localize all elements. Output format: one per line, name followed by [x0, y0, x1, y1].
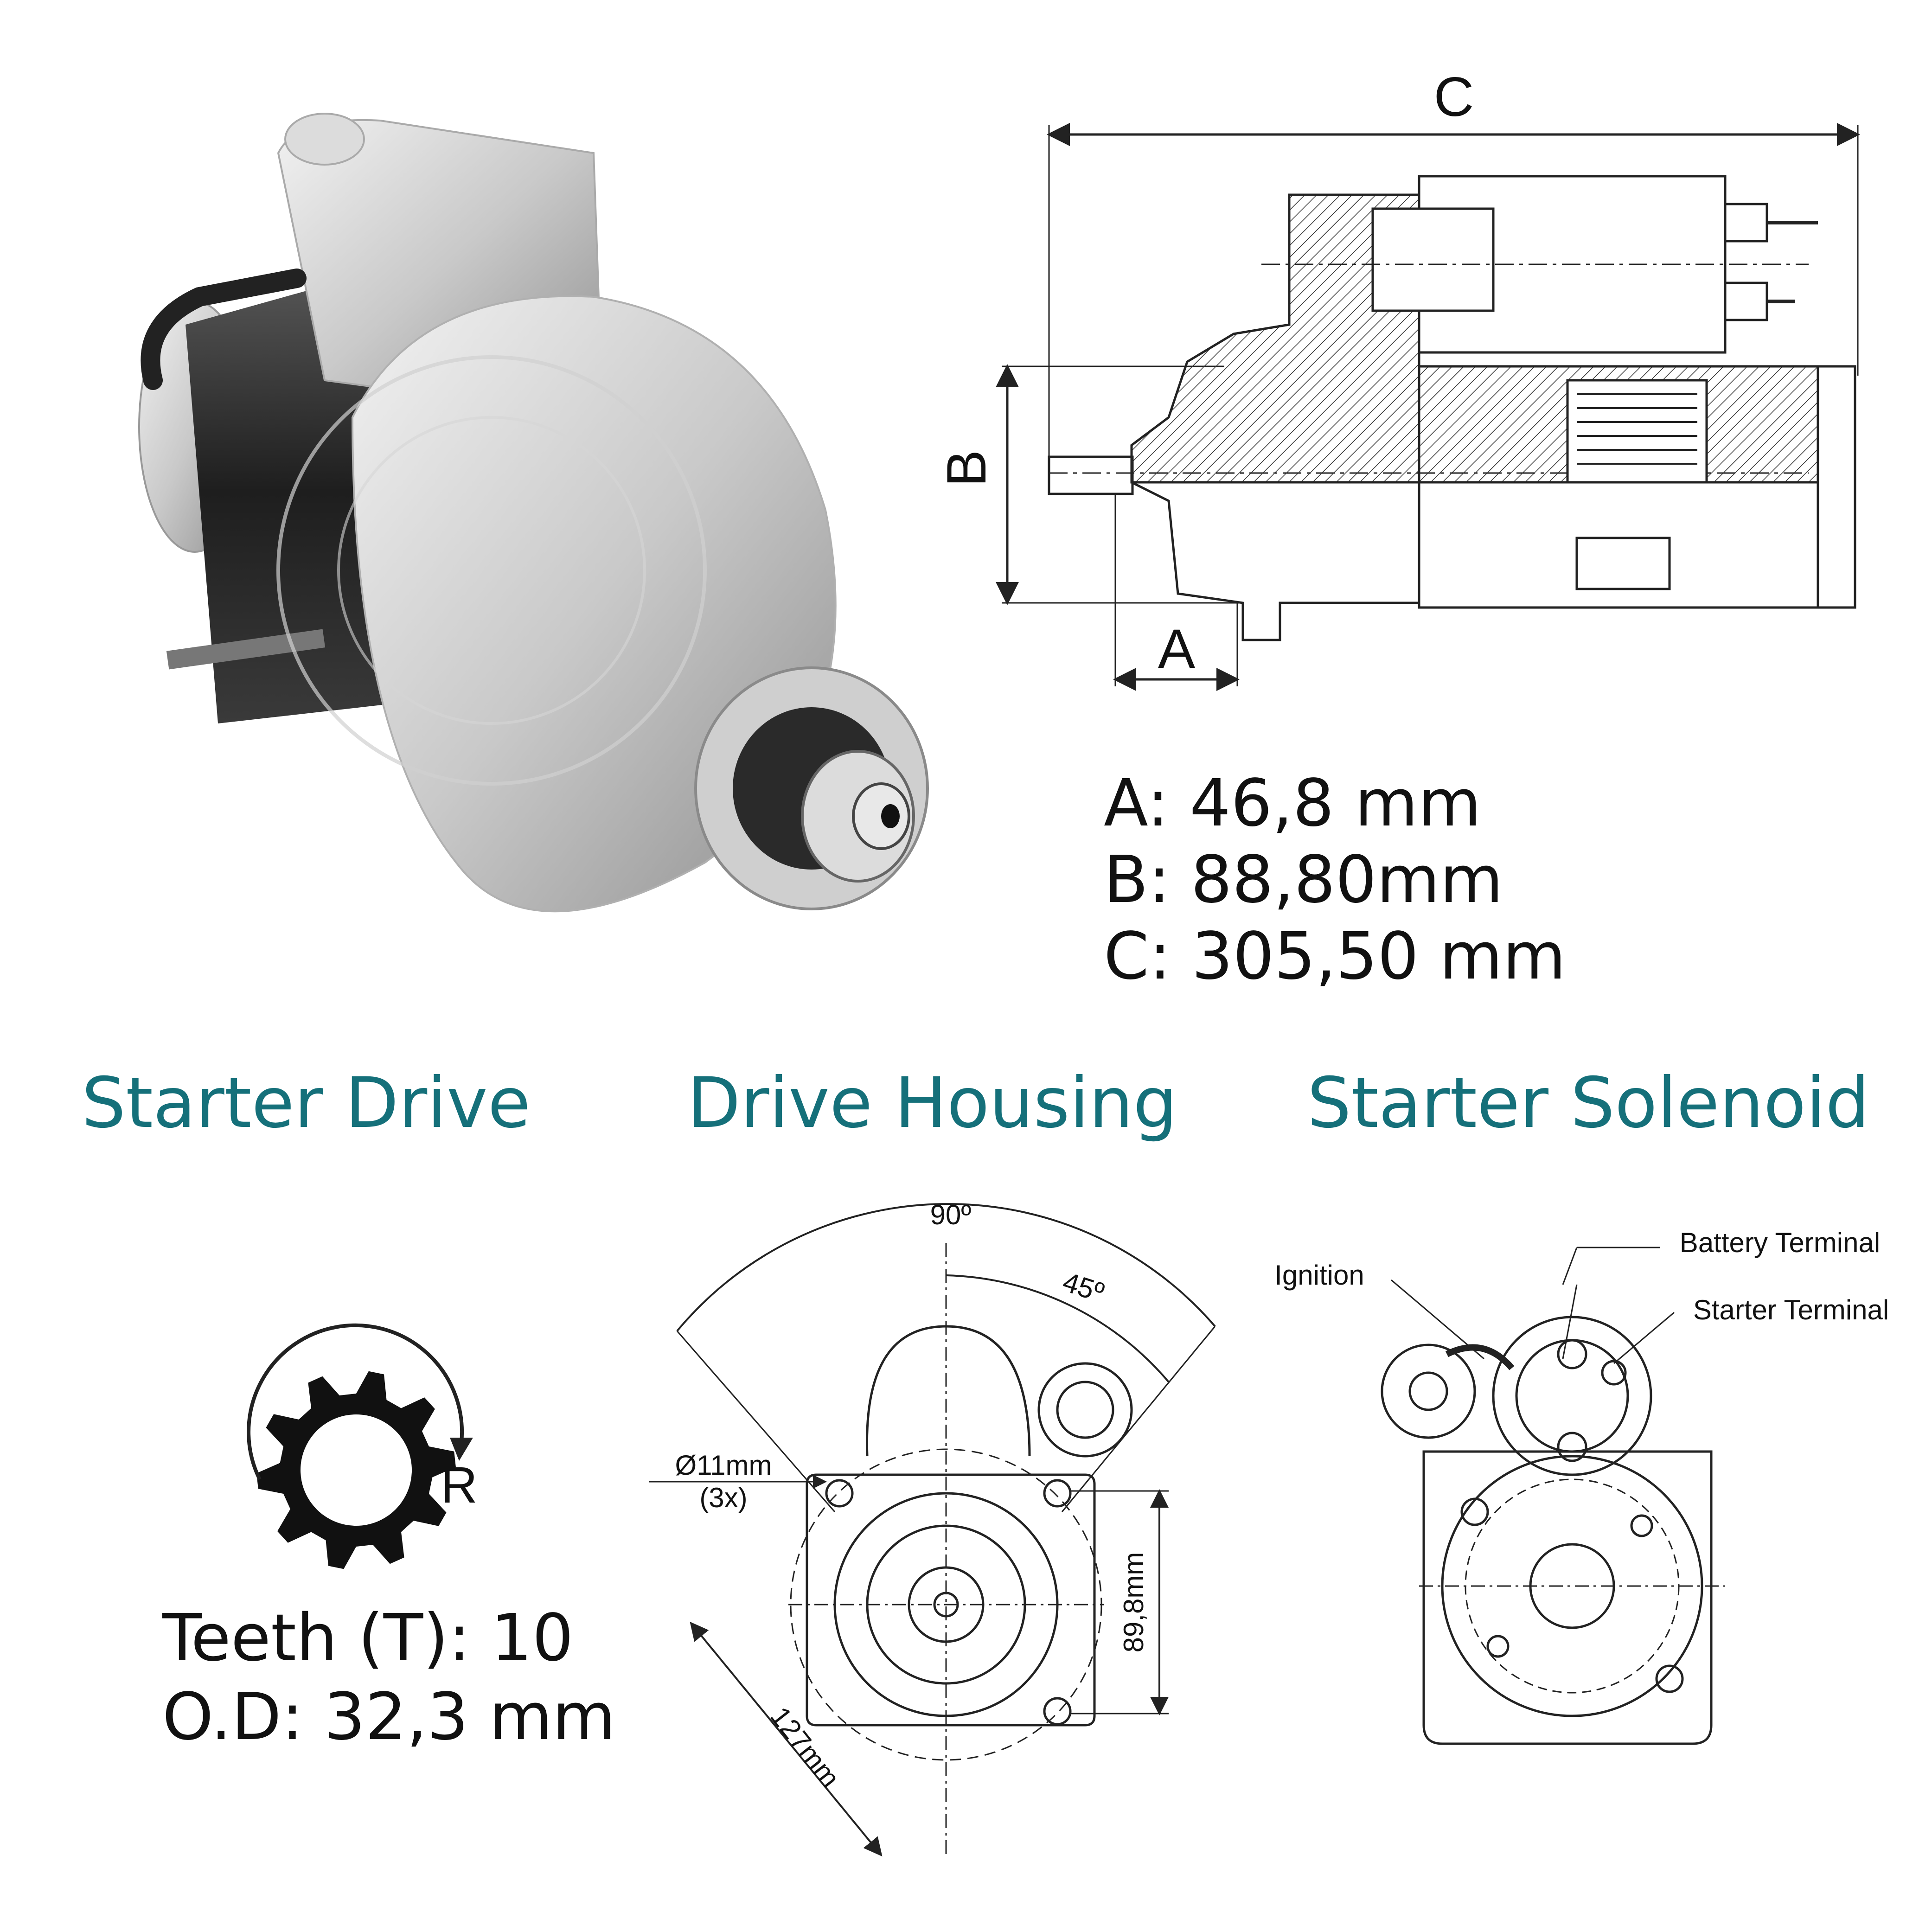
rotation-arrow-icon — [247, 1323, 473, 1480]
heading-drive-housing: Drive Housing — [687, 1063, 1177, 1144]
dimension-label-a: A — [1158, 618, 1195, 680]
outer-diameter: O.D: 32,3 mm — [162, 1679, 615, 1755]
heading-starter-drive: Starter Drive — [82, 1063, 531, 1144]
spec-b: B: 88,80mm — [1104, 842, 1503, 918]
dimension-label-c: C — [1434, 66, 1474, 128]
starter-motor-photo — [138, 113, 929, 913]
rotation-label: R — [441, 1457, 477, 1514]
pcd-label: 127mm — [764, 1701, 846, 1793]
dimension-label-b: B — [935, 450, 998, 487]
starter-solenoid-drawing — [1381, 1247, 1725, 1745]
spec-c: C: 305,50 mm — [1104, 919, 1566, 994]
teeth-count: Teeth (T): 10 — [162, 1600, 574, 1676]
spec-a: A: 46,8 mm — [1104, 766, 1481, 841]
angle-45-label: 45º — [1059, 1266, 1108, 1308]
height-label: 89,8mm — [1118, 1552, 1149, 1653]
hole-count-label: (3x) — [699, 1482, 747, 1513]
ignition-label: Ignition — [1274, 1260, 1364, 1291]
pinion-gear-icon — [256, 1371, 456, 1569]
hole-diameter-label: Ø11mm — [675, 1450, 772, 1481]
battery-terminal-label: Battery Terminal — [1680, 1227, 1880, 1258]
starter-terminal-label: Starter Terminal — [1693, 1294, 1889, 1325]
angle-90-label: 90º — [930, 1199, 972, 1230]
heading-starter-solenoid: Starter Solenoid — [1307, 1063, 1870, 1144]
cross-section-drawing — [996, 123, 1860, 691]
drive-housing-drawing — [649, 1203, 1216, 1857]
